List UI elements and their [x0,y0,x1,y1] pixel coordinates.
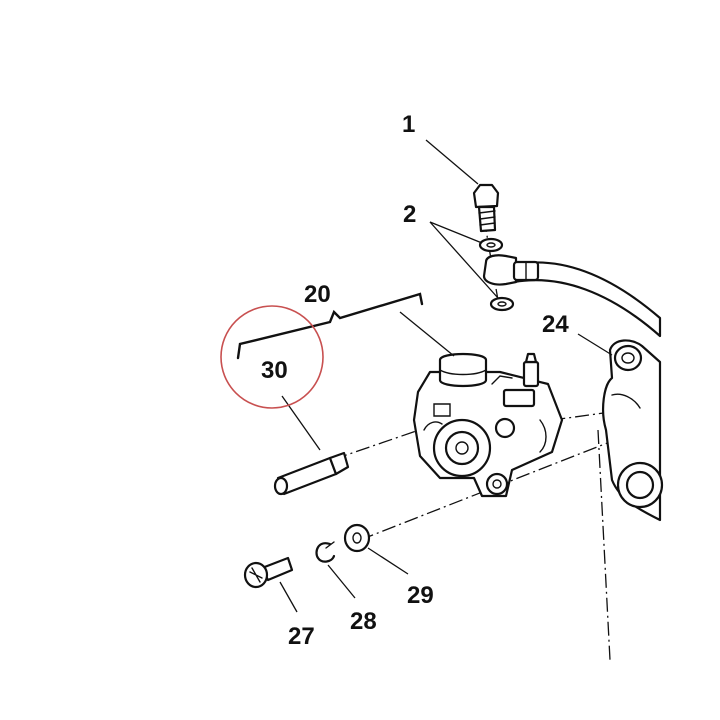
callout-29: 29 [407,582,434,609]
sealing-washer-lower [489,296,515,312]
callout-24: 24 [542,311,569,338]
sealing-washer-upper [478,237,504,253]
callout-1: 1 [402,111,415,138]
callout-20: 20 [304,281,331,308]
callout-28: 28 [350,608,377,635]
highlight-circle [220,305,324,409]
banjo-bolt [472,183,500,233]
callout-30: 30 [261,357,288,384]
spring-washer-28 [315,541,336,563]
socket-bolt-27 [243,556,294,589]
washer-29 [343,523,371,553]
guide-pin [273,451,350,496]
callout-27: 27 [288,623,315,650]
brake-hose [482,254,662,338]
bracket-20 [236,292,424,360]
callout-2: 2 [403,201,416,228]
caliper-bracket [602,339,664,522]
brake-caliper [412,352,564,498]
leader-lines [279,139,613,613]
